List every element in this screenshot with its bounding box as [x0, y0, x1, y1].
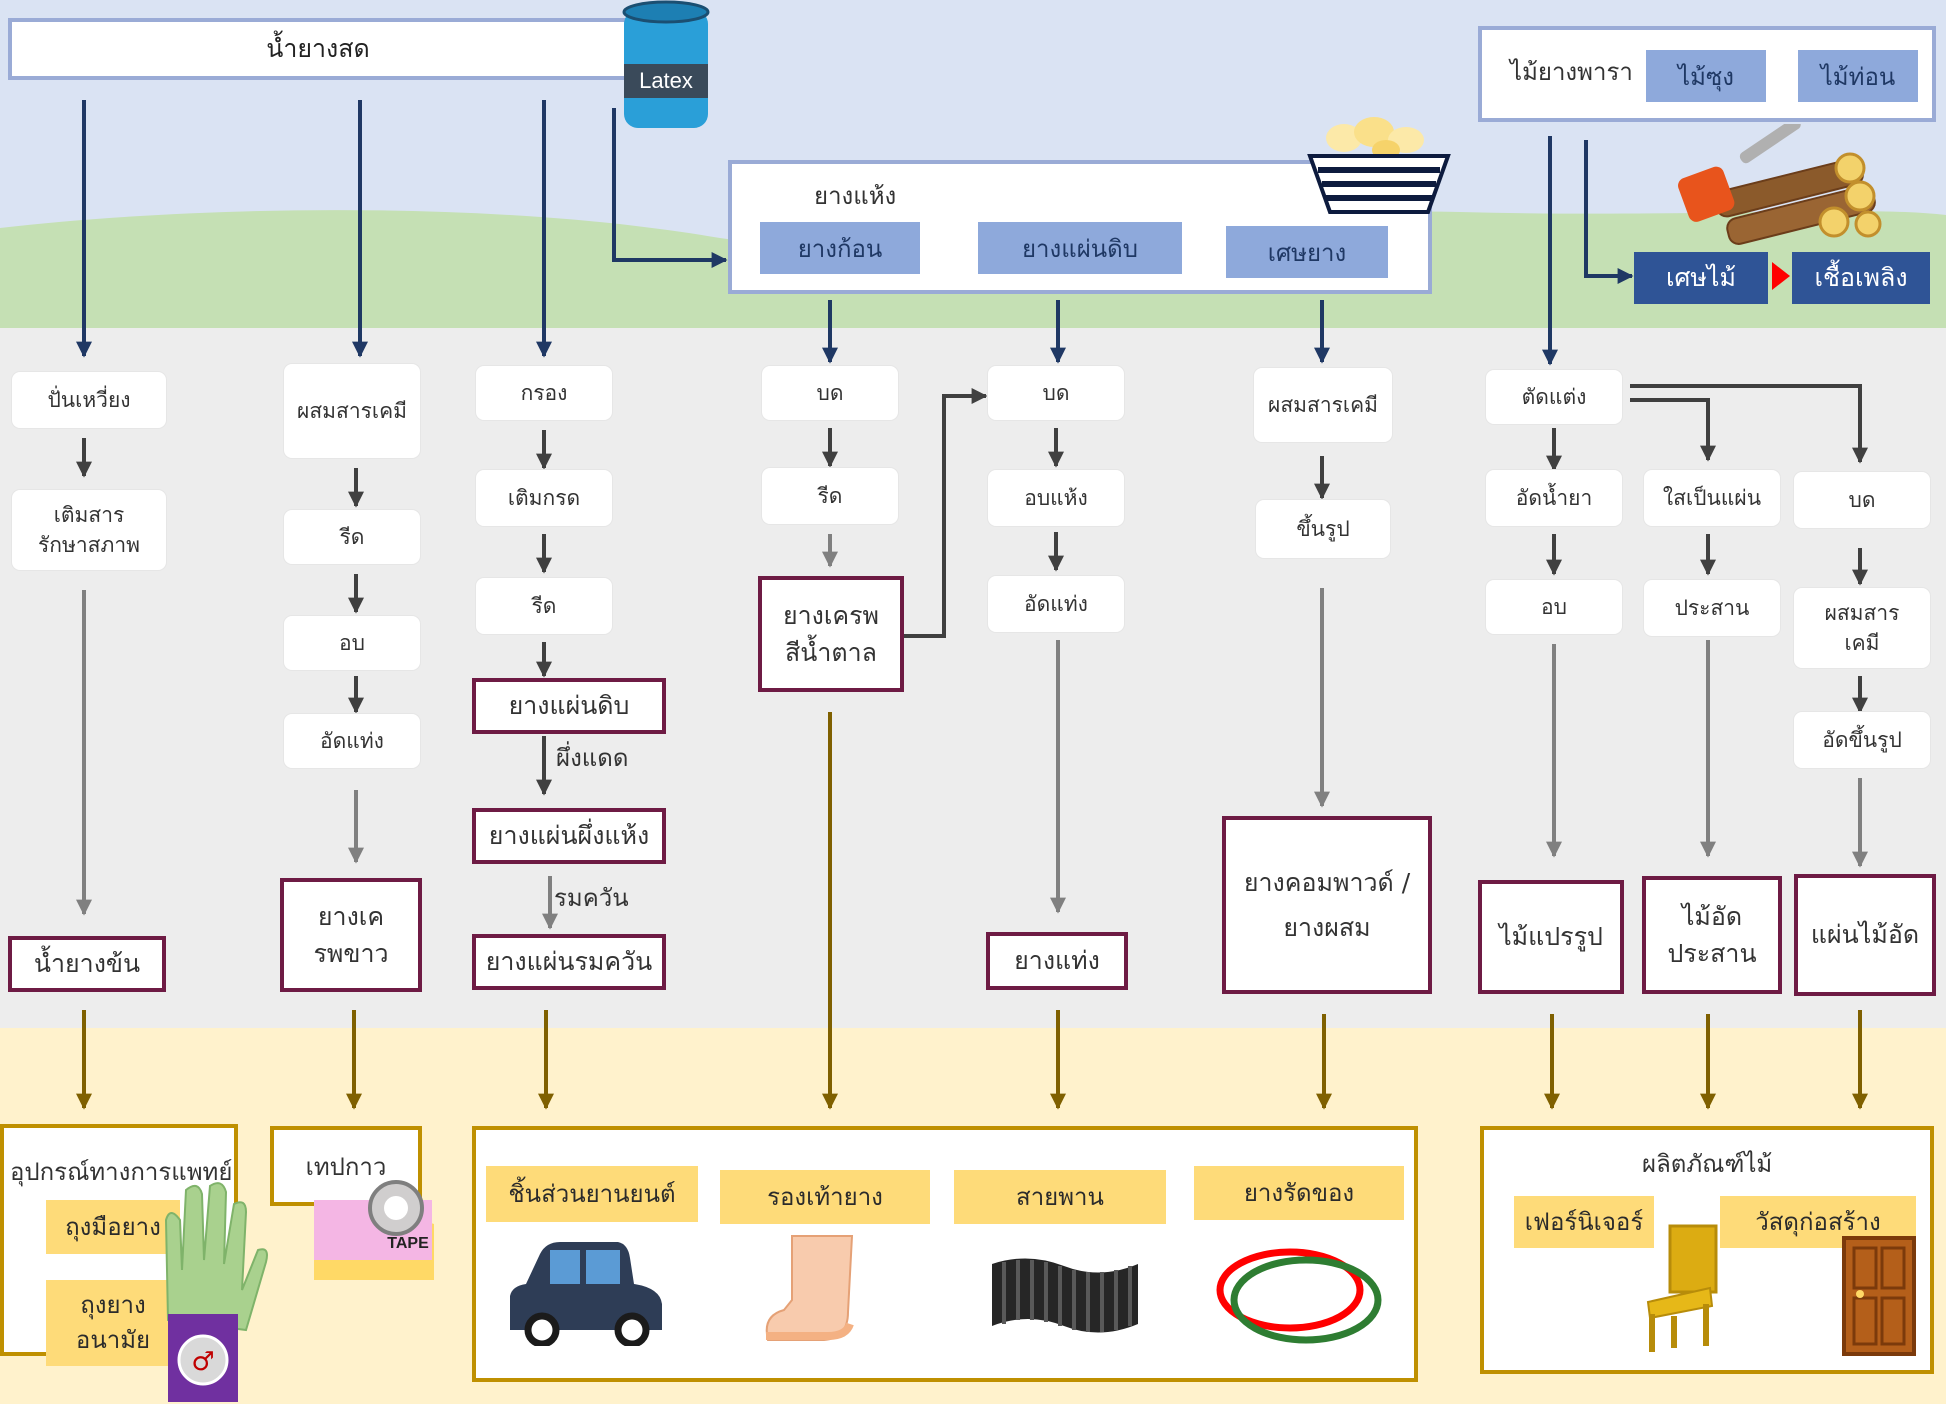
- output-unsmoked-sheet: ยางแผ่นดิบ: [472, 678, 666, 734]
- dry-rubber-lump: ยางก้อน: [760, 222, 920, 274]
- product-condoms: ถุงยางอนามัย: [46, 1280, 180, 1366]
- step-bond: ประสาน: [1644, 580, 1780, 636]
- step-grind: บด: [1794, 472, 1930, 528]
- product-conveyor-belt: สายพาน: [954, 1170, 1166, 1224]
- product-rubber-bands: ยางรัดของ: [1194, 1166, 1404, 1220]
- output-plywood: ไม้อัดประสาน: [1642, 876, 1782, 994]
- belt-icon: [992, 1258, 1138, 1333]
- step-dry: อบ: [284, 616, 420, 670]
- step-roll: รีด: [284, 510, 420, 564]
- step-mill-2: บด: [988, 366, 1124, 420]
- product-wood-title: ผลิตภัณฑ์ไม้: [1642, 1150, 1773, 1178]
- rubberwood-log: ไม้ซุง: [1646, 50, 1766, 102]
- label-sun-dry: ผึ่งแดด: [556, 744, 629, 772]
- step-roll-sheet: รีด: [476, 578, 612, 634]
- product-tape-box: เทปกาว: [270, 1126, 422, 1206]
- dry-rubber-title: ยางแห้ง: [814, 182, 897, 210]
- label-smoke: รมควัน: [554, 884, 629, 912]
- step-mix-chemicals: ผสมสารเคมี: [284, 364, 420, 458]
- step-mix-chemicals-3: ผสมสารเคมี: [1794, 588, 1930, 668]
- output-particleboard: แผ่นไม้อัด: [1794, 874, 1936, 996]
- rubberwood-title: ไม้ยางพารา: [1510, 58, 1633, 86]
- latex-tank-label: Latex: [639, 68, 693, 93]
- chair-icon: [1646, 1224, 1718, 1352]
- output-sawn-timber: ไม้แปรรูป: [1478, 880, 1624, 994]
- latex-tank-icon: Latex: [622, 0, 710, 128]
- output-concentrated-latex: น้ำยางข้น: [8, 936, 166, 992]
- tape-dispenser-icon: TAPE: [314, 1180, 434, 1280]
- latex-title: น้ำยางสด: [266, 34, 370, 63]
- step-mold: ขึ้นรูป: [1256, 500, 1390, 558]
- output-brown-crepe: ยางเครพสีน้ำตาล: [758, 576, 904, 692]
- step-press-mold: อัดขึ้นรูป: [1794, 712, 1930, 768]
- step-slice: ใสเป็นแผ่น: [1644, 470, 1780, 526]
- dry-rubber-scrap: เศษยาง: [1226, 226, 1388, 278]
- product-auto-parts: ชิ้นส่วนยานยนต์: [486, 1166, 698, 1222]
- wood-waste: เศษไม้: [1634, 252, 1768, 304]
- step-trim: ตัดแต่ง: [1486, 370, 1622, 424]
- product-gloves: ถุงมือยาง: [46, 1200, 180, 1254]
- rubber-basket-icon: [1307, 117, 1451, 214]
- step-impregnate: อัดน้ำยา: [1486, 470, 1622, 526]
- logs-chainsaw-icon: [1678, 124, 1882, 245]
- product-rubber-boots: รองเท้ายาง: [720, 1170, 930, 1224]
- step-mill: บด: [762, 366, 898, 420]
- tape-label: TAPE: [387, 1235, 429, 1252]
- step-press-block-2: อัดแท่ง: [988, 576, 1124, 632]
- step-kiln-dry: อบ: [1486, 580, 1622, 634]
- output-white-crepe: ยางเครพขาว: [280, 878, 422, 992]
- product-medical-title: อุปกรณ์ทางการแพทย์: [10, 1158, 233, 1186]
- step-add-acid: เติมกรด: [476, 470, 612, 526]
- product-tape-title: เทปกาว: [305, 1152, 387, 1181]
- output-air-dried-sheet: ยางแผ่นผึ่งแห้ง: [472, 808, 666, 864]
- product-furniture: เฟอร์นิเจอร์: [1514, 1196, 1654, 1248]
- step-mix-chemicals-2: ผสมสารเคมี: [1254, 368, 1392, 442]
- step-roll-crepe: รีด: [762, 468, 898, 524]
- output-smoked-sheet: ยางแผ่นรมควัน: [472, 934, 666, 990]
- rubberwood-short-log: ไม้ท่อน: [1798, 50, 1918, 102]
- gloves-condom-icon: ♂: [164, 1182, 268, 1402]
- output-compound-rubber: ยางคอมพาวด์ / ยางผสม: [1222, 816, 1432, 994]
- step-filter: กรอง: [476, 366, 612, 420]
- step-centrifuge: ปั่นเหวี่ยง: [12, 372, 166, 428]
- svg-text:♂: ♂: [191, 1347, 214, 1377]
- step-dry-2: อบแห้ง: [988, 470, 1124, 526]
- boot-icon: [765, 1235, 854, 1341]
- step-add-preservative: เติมสารรักษาสภาพ: [12, 490, 166, 570]
- door-icon: [1842, 1236, 1916, 1356]
- rubber-bands-icon: [1216, 1248, 1382, 1344]
- step-press-block: อัดแท่ง: [284, 714, 420, 768]
- car-icon: [510, 1242, 662, 1346]
- fuel: เชื้อเพลิง: [1792, 252, 1930, 304]
- output-block-rubber: ยางแท่ง: [986, 932, 1128, 990]
- dry-rubber-sheet: ยางแผ่นดิบ: [978, 222, 1182, 274]
- latex-header: น้ำยางสด: [8, 18, 628, 80]
